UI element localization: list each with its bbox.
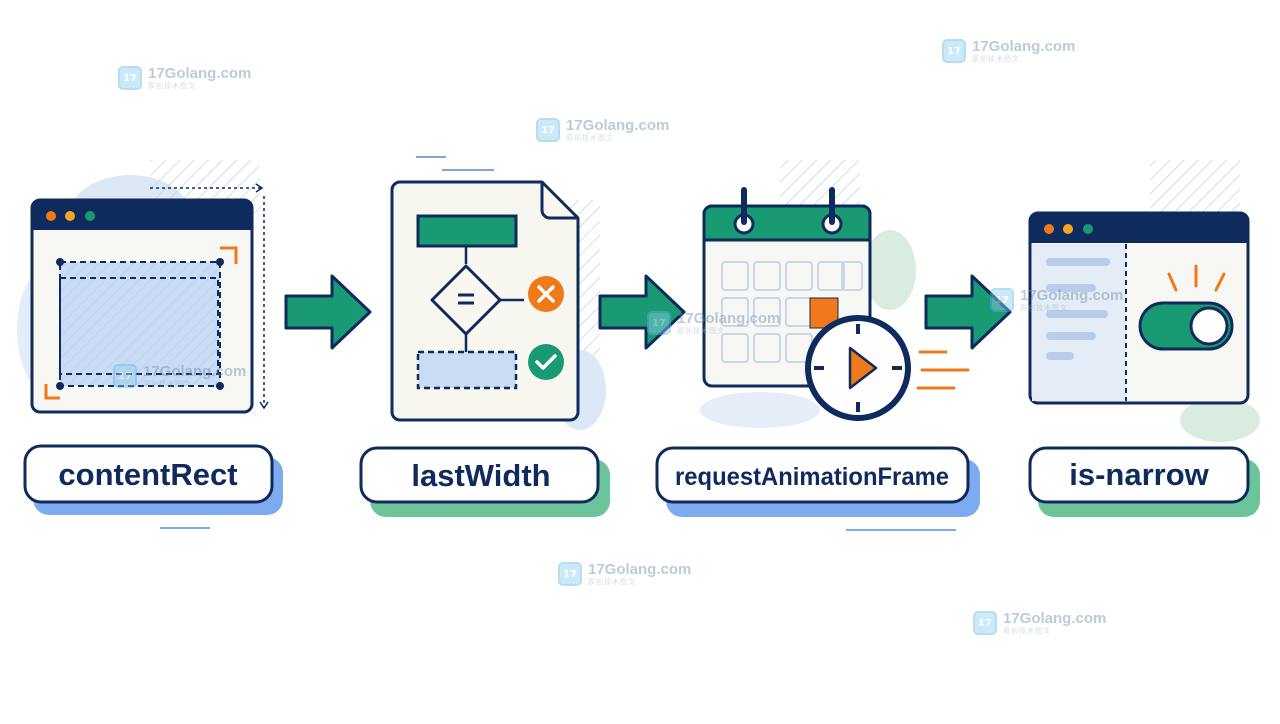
toggle-switch-icon [1138, 264, 1234, 351]
timer-play-icon [805, 315, 911, 421]
step-request-animation-frame [700, 160, 970, 428]
arrow-right-icon [284, 274, 372, 350]
flowchart-icon [416, 214, 524, 390]
browser-window-icon [1028, 211, 1250, 405]
label-text: contentRect [58, 457, 237, 492]
step-last-width [390, 156, 606, 430]
label-last-width: lastWidth [359, 446, 610, 517]
error-x-icon [528, 276, 564, 312]
background-blob [700, 392, 820, 428]
arrow-right-icon [598, 274, 686, 350]
motion-lines-icon [916, 350, 970, 390]
arrow-right-icon [924, 274, 1012, 350]
label-text: is-narrow [1069, 457, 1209, 492]
label-text: requestAnimationFrame [675, 463, 949, 491]
background-hatch [1150, 160, 1240, 220]
background-blob [864, 230, 916, 310]
label-content-rect: contentRect [23, 444, 283, 529]
label-is-narrow: is-narrow [1028, 446, 1260, 517]
label-text: lastWidth [411, 458, 550, 493]
step-is-narrow [1028, 160, 1260, 442]
background-blob [1180, 398, 1260, 442]
dimension-arrows-icon [150, 183, 269, 410]
step-content-rect [17, 160, 269, 414]
content-rect-selection-icon [44, 246, 238, 400]
label-request-animation-frame: requestAnimationFrame [655, 446, 980, 531]
success-check-icon [528, 344, 564, 380]
